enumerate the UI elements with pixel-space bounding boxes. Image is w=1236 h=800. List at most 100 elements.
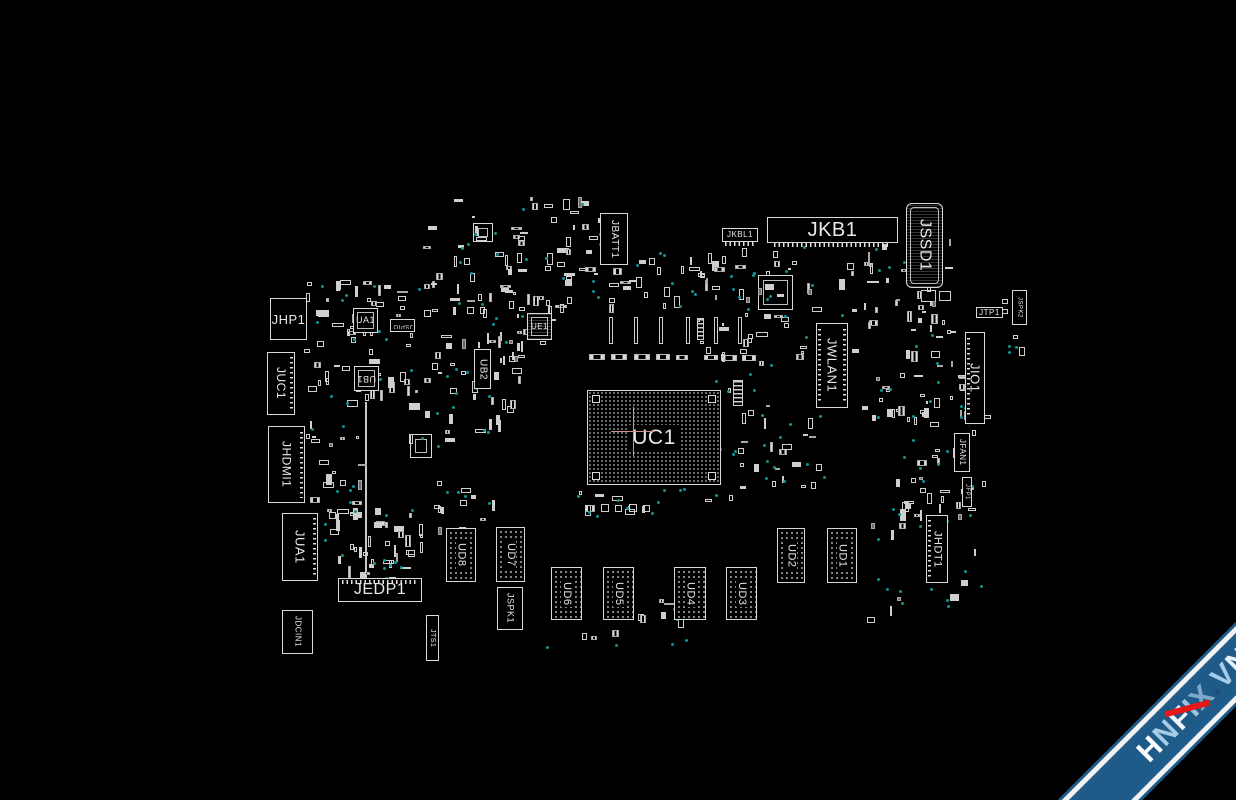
component-jtp1[interactable]: JTP1 (976, 307, 1003, 318)
smd-part (409, 403, 421, 410)
smd-part (935, 449, 940, 452)
component-jio1[interactable]: JIO1 (965, 332, 985, 424)
smd-part (850, 271, 854, 276)
smd-part (738, 317, 742, 344)
smd-part (367, 298, 372, 303)
component-jssd1[interactable]: JSSD1 (906, 203, 943, 288)
smd-part (582, 224, 590, 230)
pin-row (342, 580, 418, 584)
smd-part (393, 545, 397, 557)
component-ud7[interactable]: UD7 (496, 527, 525, 582)
smd-part (449, 298, 461, 301)
smd-part (342, 365, 350, 371)
component-jdcin1[interactable]: JDCIN1 (282, 610, 313, 654)
component-ue1[interactable]: UE1 (527, 313, 552, 340)
smd-part (932, 301, 936, 308)
component-jkbl1[interactable]: JKBL1 (722, 228, 758, 246)
component-jkb1[interactable]: JKB1 (767, 217, 898, 247)
smd-part (414, 389, 418, 394)
smd-part (420, 534, 424, 538)
component-jedp1[interactable]: JEDP1 (338, 578, 422, 602)
pin-row (724, 242, 756, 246)
smd-part (863, 303, 867, 310)
component-jua1[interactable]: JUA1 (282, 513, 318, 581)
component-ref-label: JSPK2 (1016, 297, 1023, 318)
test-point (783, 315, 787, 319)
test-point (504, 341, 508, 345)
test-point (436, 412, 440, 416)
smd-part (649, 257, 655, 266)
smd-part (337, 556, 342, 564)
pin-row (928, 519, 931, 579)
component-ud3[interactable]: UD3 (726, 567, 757, 620)
component-ud4[interactable]: UD4 (674, 567, 706, 620)
component-ud8[interactable]: UD8 (446, 528, 476, 582)
component-jspk1[interactable]: JSPK1 (497, 587, 523, 630)
test-point (495, 316, 499, 320)
smd-part (950, 361, 954, 367)
smd-part (589, 354, 605, 360)
smd-part (457, 245, 465, 249)
smd-part (510, 399, 516, 409)
component-jhdmi1[interactable]: JHDMI1 (268, 426, 305, 503)
test-point (592, 279, 596, 283)
smd-part (556, 261, 565, 267)
component-ud2[interactable]: UD2 (777, 528, 805, 583)
smd-part (673, 295, 680, 308)
component-jfan1[interactable]: JFAN1 (954, 433, 970, 472)
test-point (591, 289, 595, 293)
smd-part (919, 510, 922, 522)
smd-part (911, 351, 918, 363)
component-ub2[interactable]: UB2 (474, 349, 491, 389)
test-point (671, 643, 675, 647)
unlabeled-qfn-chip (758, 275, 793, 310)
smd-part (808, 435, 817, 439)
smd-part (662, 302, 666, 309)
smd-part (1019, 346, 1025, 356)
component-ud1[interactable]: UD1 (827, 528, 857, 583)
smd-part (333, 365, 340, 368)
component-jhp1[interactable]: JHP1 (270, 298, 307, 340)
smd-part (460, 499, 468, 506)
component-jwlan1[interactable]: JWLAN1 (816, 323, 848, 408)
test-point (588, 510, 592, 514)
smd-part (756, 332, 769, 337)
smd-part (656, 354, 670, 360)
test-point (580, 202, 584, 206)
test-point (383, 558, 387, 562)
smd-part (895, 479, 900, 487)
component-jts1[interactable]: JTS1 (426, 615, 439, 661)
smd-part (769, 442, 773, 453)
component-ua1[interactable]: UA1 (353, 308, 378, 333)
component-ud6[interactable]: UD6 (551, 567, 582, 620)
test-point (324, 523, 328, 527)
component-jspio[interactable]: JSPIO (390, 319, 415, 332)
test-point (887, 265, 891, 269)
smd-part (728, 494, 734, 502)
smd-part (397, 531, 404, 539)
component-jhdt1[interactable]: JHDT1 (926, 515, 948, 583)
smd-part (764, 284, 774, 290)
test-point (930, 333, 934, 337)
smd-part (971, 430, 977, 437)
component-ub1[interactable]: UB1 (354, 366, 379, 391)
test-point (382, 566, 386, 570)
smd-part (759, 360, 764, 366)
component-ud5[interactable]: UD5 (603, 567, 634, 620)
smd-part (494, 251, 505, 257)
smd-part (660, 612, 667, 619)
component-jbatt1[interactable]: JBATT1 (600, 213, 628, 265)
smd-part (658, 599, 665, 603)
component-jfp1[interactable]: JFP1 (962, 477, 972, 507)
watermark-letter: N (1219, 640, 1236, 680)
smd-part (741, 413, 747, 424)
smd-part (565, 280, 572, 286)
component-ref-label: UD5 (613, 579, 625, 608)
smd-part (937, 364, 943, 367)
component-uc1[interactable]: UC1 (587, 390, 721, 485)
smd-part (796, 353, 804, 361)
component-jspk2[interactable]: JSPK2 (1012, 290, 1027, 325)
smd-part (360, 572, 366, 583)
component-juc1[interactable]: JUC1 (267, 352, 295, 415)
